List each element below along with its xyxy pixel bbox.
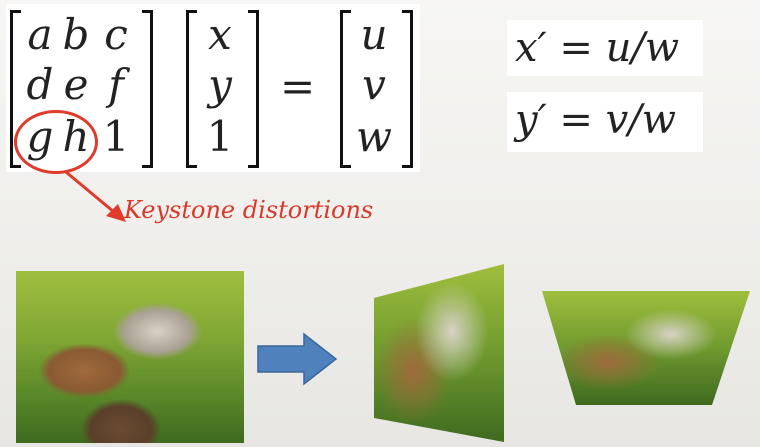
matrix-cell-f: f xyxy=(108,60,124,109)
matrix-cell-c: c xyxy=(104,10,128,59)
matrix-cell-b: b xyxy=(62,10,90,59)
vector-in-x: x xyxy=(208,10,232,59)
right-arrow-icon xyxy=(257,332,338,386)
y-prime-equation: y′ = v/w xyxy=(507,92,703,152)
highlight-circle xyxy=(14,110,98,174)
matrix-cell-d: d xyxy=(26,60,54,109)
kittens-photo xyxy=(16,271,244,443)
vector-out-right-bracket xyxy=(402,10,413,168)
vector-in-y: y xyxy=(208,60,232,109)
matrix-left-bracket xyxy=(10,10,21,168)
kittens-keystone-side xyxy=(374,264,504,442)
red-arrow-icon xyxy=(65,170,126,222)
vector-out-v: v xyxy=(362,60,386,109)
vector-out-u: u xyxy=(360,10,388,59)
vector-in-one: 1 xyxy=(206,112,234,161)
equals-sign: = xyxy=(280,62,316,111)
kittens-keystone-trapezoid xyxy=(542,291,750,405)
x-prime-equation: x′ = u/w xyxy=(507,20,703,76)
matrix-cell-one: 1 xyxy=(102,112,130,161)
matrix-cell-e: e xyxy=(63,60,89,109)
keystone-caption: Keystone distortions xyxy=(124,196,374,224)
matrix-right-bracket xyxy=(142,10,153,168)
vector-in-left-bracket xyxy=(186,10,197,168)
vector-in-right-bracket xyxy=(248,10,259,168)
vector-out-left-bracket xyxy=(340,10,351,168)
vector-out-w: w xyxy=(356,112,392,161)
matrix-cell-a: a xyxy=(27,10,53,59)
